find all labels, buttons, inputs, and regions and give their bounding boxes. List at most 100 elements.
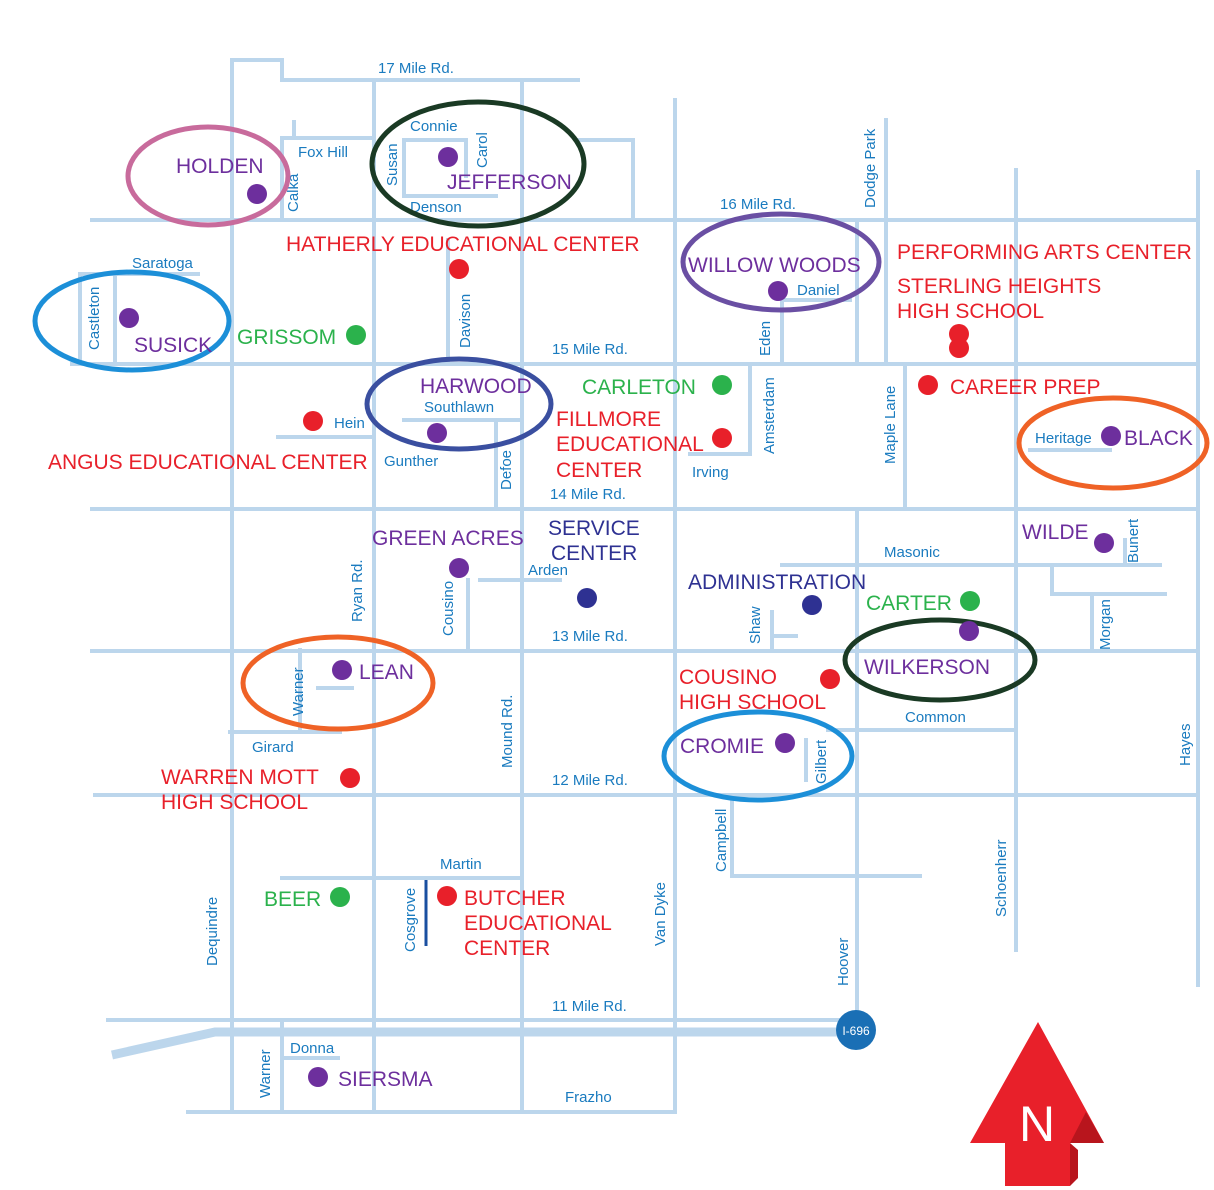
dot-sterling-heights-2[interactable] [949,338,969,358]
dot-wilkerson[interactable] [959,621,979,641]
road-warner-south [280,1018,340,1114]
school-carleton[interactable]: CARLETON [582,376,696,399]
dot-siersma[interactable] [308,1067,328,1087]
ring-black [1016,395,1210,491]
dot-black[interactable] [1101,426,1121,446]
label-mound: Mound Rd. [499,695,516,768]
road-campbell [730,793,922,878]
school-butcher-1[interactable]: BUTCHER [464,887,566,910]
school-service-1[interactable]: SERVICE [548,517,640,540]
label-saratoga: Saratoga [132,255,194,272]
dot-susick[interactable] [119,308,139,328]
dot-career-prep[interactable] [918,375,938,395]
label-campbell: Campbell [713,809,730,872]
label-van-dyke: Van Dyke [652,882,669,946]
ring-willow-woods [680,211,882,313]
dot-carleton[interactable] [712,375,732,395]
school-harwood[interactable]: HARWOOD [420,375,532,398]
dot-wilde[interactable] [1094,533,1114,553]
school-carter[interactable]: CARTER [866,592,952,615]
label-gunther: Gunther [384,453,438,470]
school-siersma[interactable]: SIERSMA [338,1068,433,1091]
dot-jefferson[interactable] [438,147,458,167]
school-fillmore-1[interactable]: FILLMORE [556,408,661,431]
school-lean[interactable]: LEAN [359,661,414,684]
label-cousino-st: Cousino [440,581,457,636]
school-willow-woods[interactable]: WILLOW WOODS [688,254,861,277]
dot-warren-mott[interactable] [340,768,360,788]
label-daniel: Daniel [797,282,840,299]
dot-service-center[interactable] [577,588,597,608]
school-shhs-1[interactable]: STERLING HEIGHTS [897,275,1101,298]
school-pac[interactable]: PERFORMING ARTS CENTER [897,241,1192,264]
dot-butcher[interactable] [437,886,457,906]
school-grissom[interactable]: GRISSOM [237,326,336,349]
ring-susick [32,269,232,373]
label-12-mile: 12 Mile Rd. [552,772,628,789]
school-fillmore-3[interactable]: CENTER [556,459,642,482]
label-dodge-park: Dodge Park [862,128,879,208]
label-warner: Warner [290,667,307,716]
school-shhs-2[interactable]: HIGH SCHOOL [897,300,1044,323]
dot-cromie[interactable] [775,733,795,753]
school-markers [119,147,1121,1087]
dot-administration[interactable] [802,595,822,615]
dot-grissom[interactable] [346,325,366,345]
dot-lean[interactable] [332,660,352,680]
dot-willow-woods[interactable] [768,281,788,301]
school-black[interactable]: BLACK [1124,427,1193,450]
dot-cousino[interactable] [820,669,840,689]
road-network [70,58,1200,1114]
label-martin: Martin [440,856,482,873]
school-warren-mott-1[interactable]: WARREN MOTT [161,766,319,789]
label-ryan: Ryan Rd. [349,559,366,622]
school-green-acres[interactable]: GREEN ACRES [372,527,524,550]
dot-hatherly[interactable] [449,259,469,279]
school-susick[interactable]: SUSICK [134,334,212,357]
label-shaw: Shaw [747,606,764,644]
school-jefferson[interactable]: JEFFERSON [447,171,572,194]
dot-angus[interactable] [303,411,323,431]
label-schoenherr: Schoenherr [993,839,1010,917]
school-service-2[interactable]: CENTER [551,542,637,565]
road-fox-hill [280,120,376,222]
school-cromie[interactable]: CROMIE [680,735,764,758]
school-cousino-2[interactable]: HIGH SCHOOL [679,691,826,714]
label-amsterdam: Amsterdam [761,377,778,454]
dot-sterling-heights-1[interactable] [949,324,969,344]
label-11-mile: 11 Mile Rd. [552,998,627,1015]
dot-harwood[interactable] [427,423,447,443]
school-cousino-1[interactable]: COUSINO [679,666,777,689]
label-hein: Hein [334,415,365,432]
label-15-mile: 15 Mile Rd. [552,341,628,358]
school-beer[interactable]: BEER [264,888,321,911]
school-fillmore-2[interactable]: EDUCATIONAL [556,433,704,456]
school-career-prep[interactable]: CAREER PREP [950,376,1101,399]
label-masonic: Masonic [884,544,940,561]
label-common: Common [905,709,966,726]
dot-carter[interactable] [960,591,980,611]
school-butcher-2[interactable]: EDUCATIONAL [464,912,612,935]
road-irving [688,362,752,456]
label-bunert: Bunert [1125,518,1142,563]
school-warren-mott-2[interactable]: HIGH SCHOOL [161,791,308,814]
school-angus[interactable]: ANGUS EDUCATIONAL CENTER [48,451,368,474]
school-wilde[interactable]: WILDE [1022,521,1089,544]
school-wilkerson[interactable]: WILKERSON [864,656,990,679]
label-southlawn: Southlawn [424,399,494,416]
dot-holden[interactable] [247,184,267,204]
label-eden: Eden [757,321,774,356]
label-morgan: Morgan [1097,599,1114,650]
dot-green-acres[interactable] [449,558,469,578]
ring-holden [125,124,291,228]
dot-beer[interactable] [330,887,350,907]
school-hatherly[interactable]: HATHERLY EDUCATIONAL CENTER [286,233,640,256]
road-connie [402,138,498,198]
label-hoover: Hoover [835,938,852,986]
school-holden[interactable]: HOLDEN [176,155,264,178]
school-butcher-3[interactable]: CENTER [464,937,550,960]
dot-fillmore[interactable] [712,428,732,448]
school-administration[interactable]: ADMINISTRATION [688,571,866,594]
north-label: N [1019,1096,1055,1152]
